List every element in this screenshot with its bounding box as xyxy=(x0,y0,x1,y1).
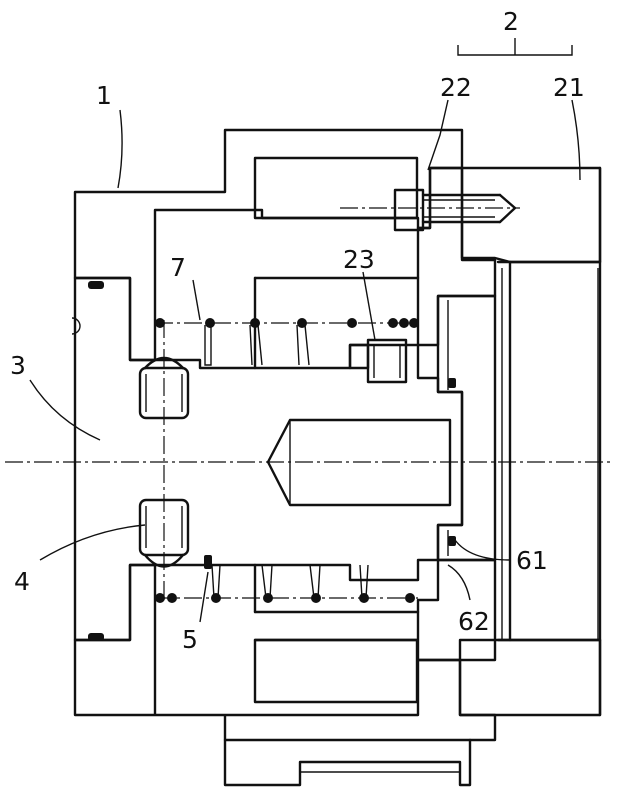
pin-part-23 xyxy=(350,340,406,382)
right-bore-insert xyxy=(438,296,495,560)
label-21: 21 xyxy=(553,73,585,102)
cover-part-22 xyxy=(418,168,495,660)
spring-chamber xyxy=(255,158,418,702)
label-3: 3 xyxy=(10,351,26,380)
label-4: 4 xyxy=(14,567,30,596)
label-61: 61 xyxy=(516,546,548,575)
label-5: 5 xyxy=(182,625,198,654)
piston-part-3 xyxy=(75,278,462,640)
housing-part-1 xyxy=(75,130,495,785)
upper-spring-row xyxy=(155,318,419,365)
label-1: 1 xyxy=(96,81,112,110)
label-23: 23 xyxy=(343,245,375,274)
label-7: 7 xyxy=(170,253,186,282)
label-22: 22 xyxy=(440,73,472,102)
label-2: 2 xyxy=(503,7,519,36)
label-62: 62 xyxy=(458,607,490,636)
lower-spring-row xyxy=(155,565,418,603)
